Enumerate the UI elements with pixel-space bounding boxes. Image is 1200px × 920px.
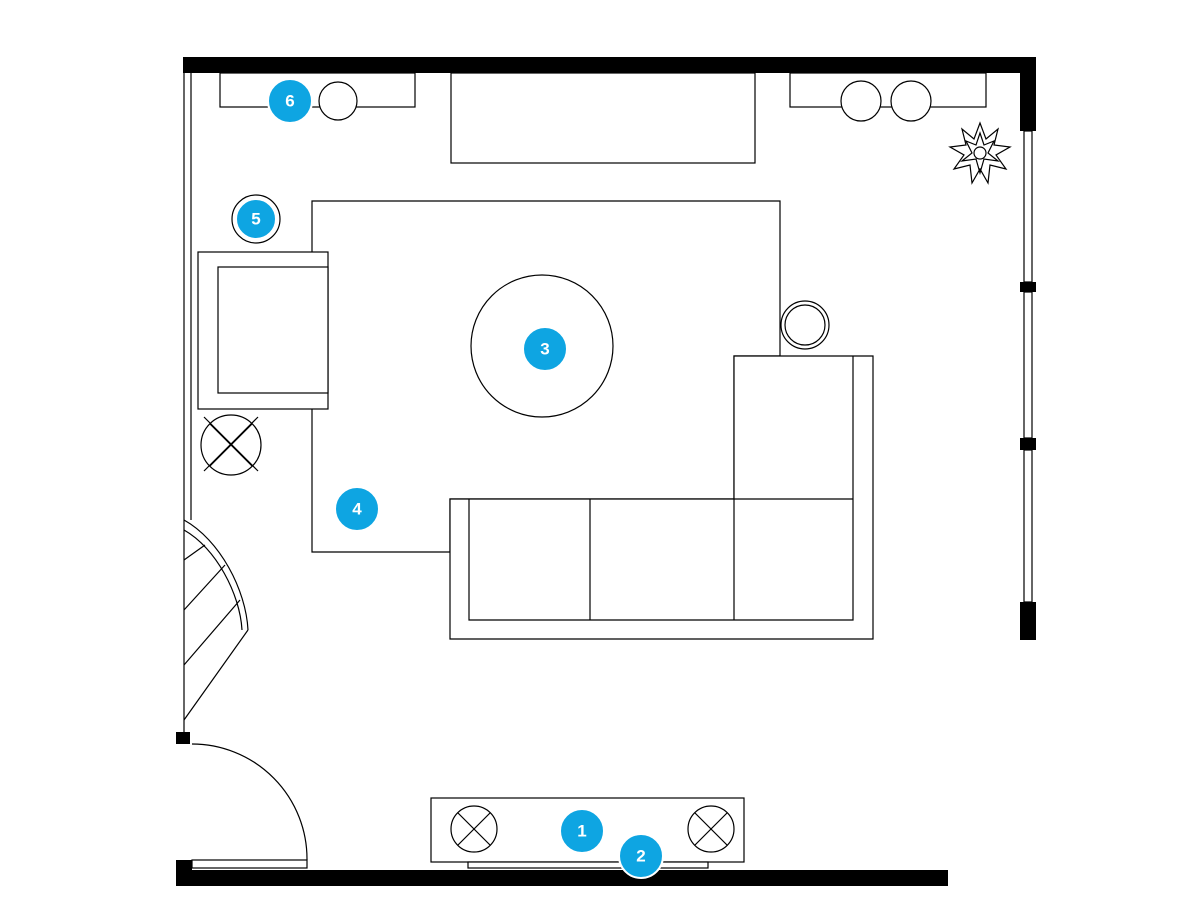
console-table bbox=[219, 72, 416, 121]
console-table-top bbox=[219, 72, 416, 108]
bottom-wall-end bbox=[176, 860, 192, 886]
armchair-seat bbox=[217, 266, 329, 394]
marker-1-label: 1 bbox=[577, 822, 586, 841]
top-wall bbox=[183, 57, 1036, 73]
console-table-right-top bbox=[789, 72, 987, 108]
right-wall-mullion-1 bbox=[1020, 282, 1036, 292]
floor-lamp-icon bbox=[200, 414, 262, 476]
marker-2[interactable]: 2 bbox=[618, 833, 664, 879]
marker-5-badge bbox=[235, 198, 277, 240]
table-lamp-icon bbox=[840, 80, 882, 122]
window bbox=[1023, 130, 1033, 603]
window-pane-2 bbox=[1023, 291, 1033, 439]
entry-door bbox=[191, 743, 308, 869]
walls bbox=[176, 57, 1036, 886]
console-table-right bbox=[789, 72, 987, 122]
window-pane-3 bbox=[1023, 449, 1033, 603]
marker-4-badge bbox=[334, 486, 380, 532]
right-wall-mullion-2 bbox=[1020, 438, 1036, 450]
sectional-sofa bbox=[449, 355, 874, 640]
side-table-right bbox=[780, 300, 830, 350]
marker-1[interactable]: 1 bbox=[559, 808, 605, 854]
right-wall-top bbox=[1020, 57, 1036, 131]
wall-unit bbox=[450, 72, 756, 164]
marker-3-badge bbox=[522, 326, 568, 372]
table-lamp-icon bbox=[318, 81, 358, 121]
marker-3-label: 3 bbox=[540, 340, 549, 359]
marker-6-label: 6 bbox=[285, 92, 294, 111]
marker-4[interactable]: 4 bbox=[334, 486, 380, 532]
marker-5[interactable]: 5 bbox=[235, 198, 277, 240]
table-lamp-icon bbox=[450, 805, 498, 853]
door-jamb bbox=[176, 732, 190, 744]
right-wall-bottom bbox=[1020, 602, 1036, 640]
table-lamp-icon bbox=[890, 80, 932, 122]
armchair bbox=[197, 251, 329, 410]
bottom-wall bbox=[176, 870, 948, 886]
marker-1-badge bbox=[559, 808, 605, 854]
marker-3[interactable]: 3 bbox=[522, 326, 568, 372]
media-console-base bbox=[467, 861, 709, 869]
markers: 1 2 3 4 5 6 bbox=[235, 78, 664, 879]
marker-2-badge bbox=[618, 833, 664, 879]
plant-icon bbox=[948, 121, 1012, 185]
window-pane-1 bbox=[1023, 130, 1033, 283]
marker-6-badge bbox=[267, 78, 313, 124]
side-table-right-inner bbox=[784, 304, 826, 346]
marker-4-label: 4 bbox=[352, 500, 362, 519]
marker-5-label: 5 bbox=[251, 210, 260, 229]
marker-2-label: 2 bbox=[636, 847, 645, 866]
marker-6[interactable]: 6 bbox=[267, 78, 313, 124]
table-lamp-icon bbox=[687, 805, 735, 853]
bay-steps bbox=[183, 519, 249, 721]
